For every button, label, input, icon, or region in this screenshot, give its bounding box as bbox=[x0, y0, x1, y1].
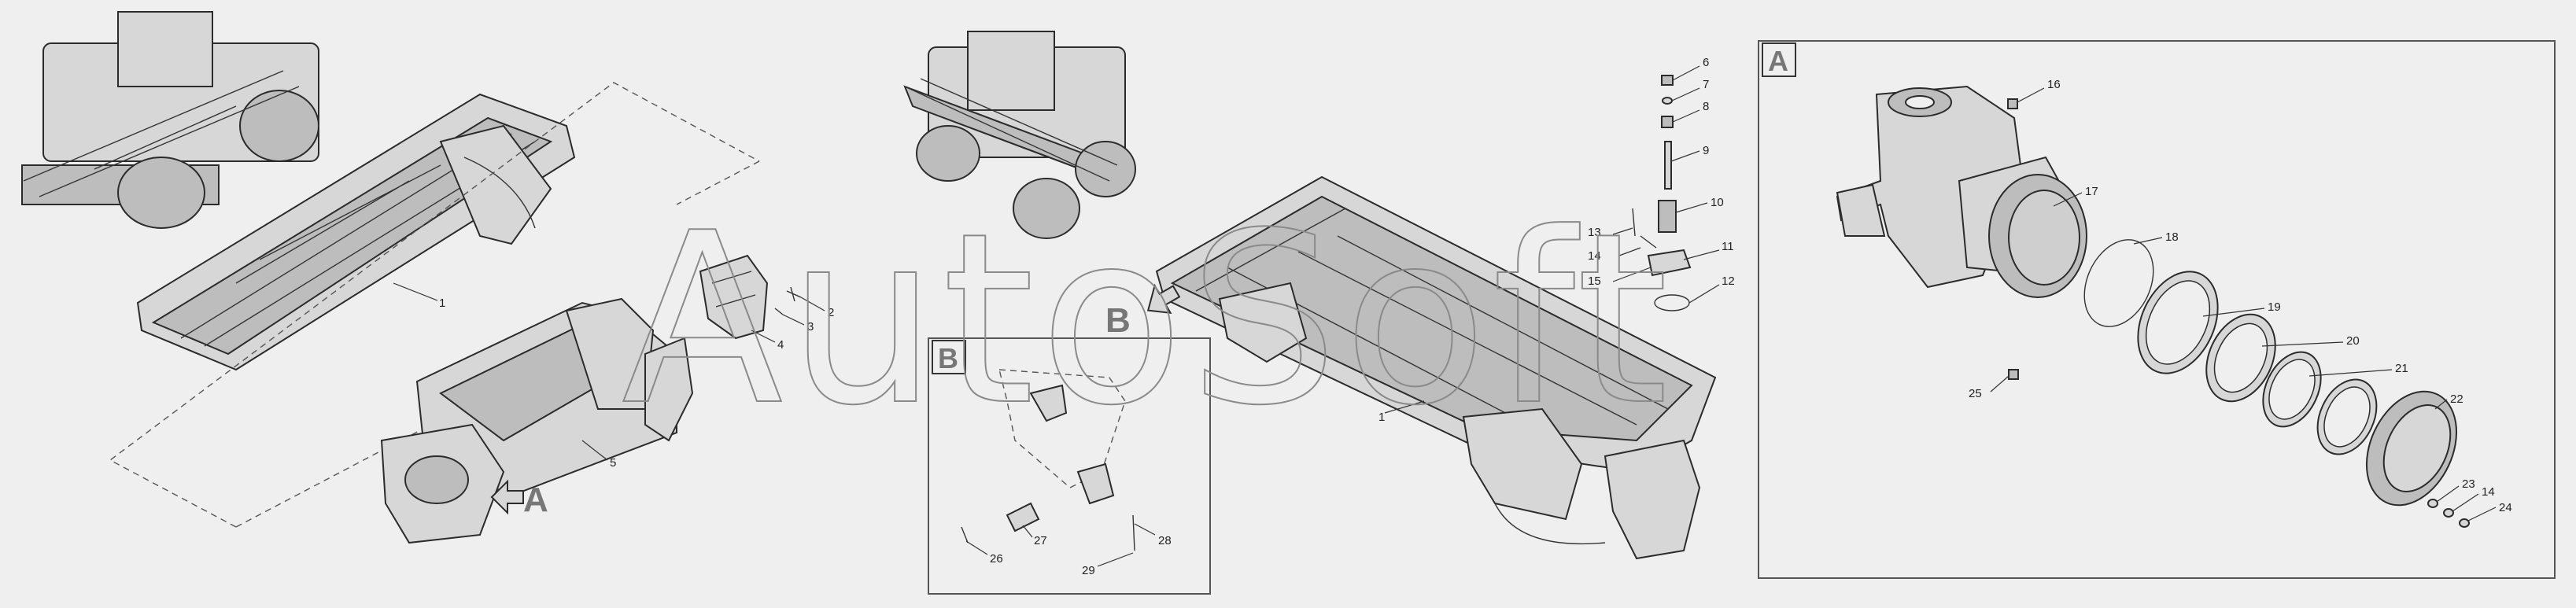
label-part-21: 21 bbox=[2395, 362, 2408, 375]
frame-assembly-upper bbox=[136, 93, 576, 371]
detail-frame-a bbox=[1758, 40, 2556, 579]
label-part-14-detail: 14 bbox=[2482, 485, 2495, 499]
view-a-marker: A bbox=[523, 481, 548, 519]
label-part-14-middle: 14 bbox=[1588, 249, 1601, 263]
label-part-24: 24 bbox=[2499, 501, 2512, 514]
label-part-16: 16 bbox=[2047, 78, 2061, 91]
detail-b-marker: B bbox=[938, 342, 958, 374]
detail-a-marker: A bbox=[1768, 45, 1788, 77]
tractor-thumbnail-left bbox=[21, 11, 319, 229]
label-part-13: 13 bbox=[1588, 226, 1601, 239]
label-part-3: 3 bbox=[807, 320, 814, 333]
label-part-5: 5 bbox=[610, 456, 616, 470]
frame-assembly-lower bbox=[380, 297, 694, 544]
label-part-28: 28 bbox=[1158, 534, 1172, 547]
leaders-detail-b bbox=[965, 523, 1156, 567]
hub-disc bbox=[2365, 390, 2458, 507]
label-part-2: 2 bbox=[828, 306, 834, 319]
knuckle-housing bbox=[1836, 85, 2087, 298]
label-part-26: 26 bbox=[990, 552, 1003, 566]
label-part-8: 8 bbox=[1703, 100, 1709, 113]
label-part-4: 4 bbox=[777, 338, 784, 352]
watermark: AutoSoft bbox=[622, 182, 1673, 457]
label-part-15: 15 bbox=[1588, 275, 1601, 288]
label-part-22: 22 bbox=[2450, 392, 2463, 406]
view-b-marker: B bbox=[1105, 301, 1131, 340]
label-part-17: 17 bbox=[2085, 185, 2098, 198]
view-arrow-a: A bbox=[490, 479, 548, 519]
detail-frame-b bbox=[928, 337, 1211, 595]
fastener-stack bbox=[1632, 75, 1692, 311]
tractor-thumbnail-middle bbox=[903, 31, 1136, 239]
label-part-29: 29 bbox=[1082, 564, 1095, 577]
small-fasteners-a bbox=[2007, 98, 2470, 528]
label-part-1-left: 1 bbox=[439, 297, 445, 310]
detail-a-badge bbox=[1762, 42, 1796, 77]
label-part-1-middle: 1 bbox=[1378, 411, 1385, 424]
label-part-9: 9 bbox=[1703, 144, 1709, 157]
seal-rings bbox=[2083, 239, 2378, 455]
leaders-left bbox=[393, 282, 825, 461]
detail-b-contents bbox=[961, 369, 1135, 551]
label-part-12: 12 bbox=[1722, 275, 1735, 288]
label-part-6: 6 bbox=[1703, 56, 1709, 69]
detail-b-badge bbox=[932, 340, 966, 374]
label-part-18: 18 bbox=[2165, 230, 2179, 244]
label-part-25: 25 bbox=[1969, 387, 1982, 400]
label-part-10: 10 bbox=[1711, 196, 1724, 209]
leaders-detail-a bbox=[1990, 87, 2497, 521]
view-arrow-b: B bbox=[1105, 283, 1181, 340]
label-part-20: 20 bbox=[2346, 334, 2360, 348]
label-part-19: 19 bbox=[2268, 300, 2281, 314]
leaders-middle bbox=[1384, 65, 1720, 414]
label-part-23: 23 bbox=[2462, 477, 2475, 491]
label-part-27: 27 bbox=[1034, 534, 1047, 547]
frame-assembly-middle bbox=[1155, 175, 1717, 560]
bolt-set-left bbox=[774, 286, 802, 315]
bracket-part bbox=[699, 254, 769, 340]
label-part-7: 7 bbox=[1703, 78, 1709, 91]
label-part-11: 11 bbox=[1722, 240, 1734, 253]
